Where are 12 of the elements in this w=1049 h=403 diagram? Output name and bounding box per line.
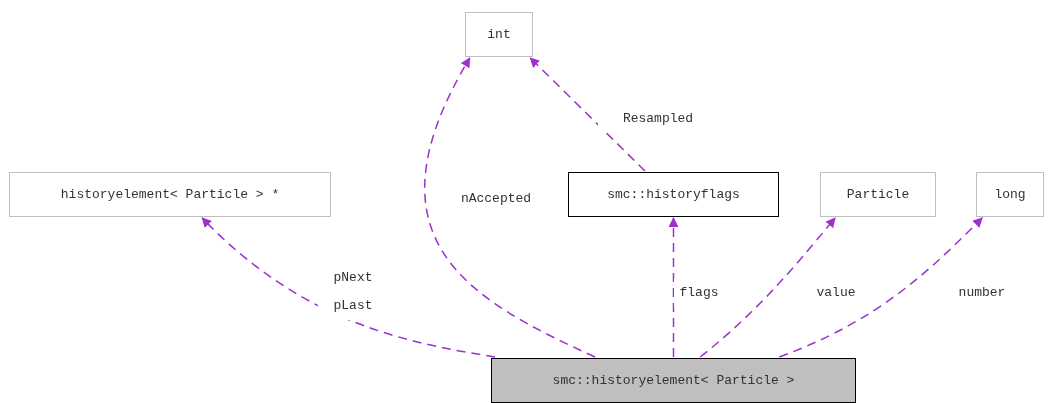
- class-box: smc::historyflags: [568, 172, 779, 217]
- class-box: smc::historyelement< Particle >: [491, 358, 856, 403]
- class-box: long: [976, 172, 1044, 217]
- dashed-arrow: [668, 217, 679, 358]
- class-box: int: [465, 12, 533, 57]
- dashed-arrow: [529, 57, 646, 172]
- dashed-arrow: [778, 217, 983, 358]
- class-box: historyelement< Particle > *: [9, 172, 331, 217]
- class-box: Particle: [820, 172, 936, 217]
- dashed-arrow: [201, 217, 496, 358]
- dashed-arrow: [699, 217, 836, 358]
- dashed-arrow: [424, 57, 596, 358]
